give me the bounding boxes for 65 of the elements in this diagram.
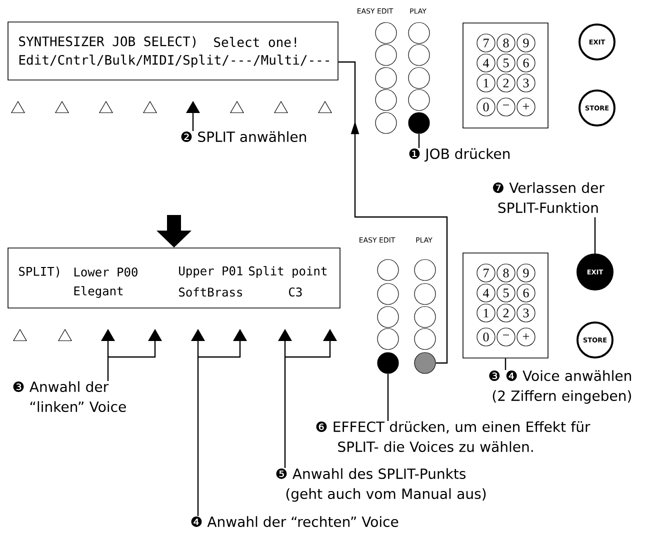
callout-text: ❺ Anwahl des SPLIT-Punkts (geht auch vom Manual aus) (276, 468, 486, 502)
panel-button (414, 259, 436, 281)
panel-button (377, 352, 399, 374)
panel-button (408, 44, 430, 66)
leader-line (192, 113, 194, 131)
keypad-key: 6 (516, 284, 536, 302)
keypad-key: 4 (476, 284, 496, 302)
keypad-key: 1 (476, 304, 496, 322)
keypad (462, 22, 548, 128)
panel-button (375, 22, 397, 44)
keypad-key: 0 (476, 98, 496, 116)
keypad-key: + (516, 98, 536, 116)
panel-button (375, 112, 397, 134)
callout-text: ❸ ❹ Voice anwählen (2 Ziffern eingeben) (489, 370, 632, 404)
lcd-display: SYNTHESIZER JOB SELECT) Select one! Edit/Cntrl/Bulk/MIDI/Split/---/Multi/--- (8, 22, 338, 80)
keypad-key: − (496, 328, 516, 346)
callout-text: ❹ Anwahl der “rechten” Voice (191, 516, 398, 528)
leader-line (594, 217, 596, 254)
keypad-key: 0 (476, 328, 496, 346)
callout-text: ❼ Verlassen der SPLIT-Funktion (492, 182, 604, 214)
panel-button (414, 328, 436, 350)
keypad-key: 7 (476, 264, 496, 282)
panel-button (408, 22, 430, 44)
keypad (462, 252, 548, 358)
leader-line (418, 134, 420, 148)
keypad-key: 5 (496, 54, 516, 72)
keypad-key: 1 (476, 74, 496, 92)
leader-line (284, 340, 331, 469)
leader-line (387, 374, 389, 421)
keypad-key: 2 (496, 304, 516, 322)
keypad-key: 9 (516, 264, 536, 282)
leader-line (197, 340, 241, 517)
panel-button (408, 67, 430, 89)
panel-button (414, 283, 436, 305)
keypad-key: 5 (496, 284, 516, 302)
keypad-key: 2 (496, 74, 516, 92)
callout-text: ❶ JOB drücken (409, 148, 510, 162)
leader-line (504, 358, 506, 370)
keypad-key: − (496, 98, 516, 116)
panel-button (414, 306, 436, 328)
keypad-key: 8 (496, 264, 516, 282)
keypad-key: 3 (516, 304, 536, 322)
panel-button (375, 89, 397, 111)
callout-text: ❷ SPLIT anwählen (181, 131, 306, 142)
panel-button (414, 352, 436, 374)
panel-button (377, 306, 399, 328)
arrow (338, 61, 448, 364)
panel-button (408, 89, 430, 111)
panel-button (408, 112, 430, 134)
lcd-display: SPLIT) Lower P00 Upper P01 Split point Elegant SoftBrass C3 (8, 248, 340, 308)
keypad-key: 6 (516, 54, 536, 72)
callout-text: ❻ EFFECT drücken, um einen Effekt für SPLIT- die Voices zu wählen. (316, 421, 590, 452)
keypad-key: 8 (496, 34, 516, 52)
panel-button (377, 283, 399, 305)
panel-button (375, 67, 397, 89)
keypad-key: + (516, 328, 536, 346)
panel-button (377, 328, 399, 350)
panel-button (377, 259, 399, 281)
keypad-key: 9 (516, 34, 536, 52)
leader-line (107, 340, 156, 382)
keypad-key: 4 (476, 54, 496, 72)
keypad-key: 3 (516, 74, 536, 92)
keypad-key: 7 (476, 34, 496, 52)
panel-button (375, 44, 397, 66)
callout-text: ❸ Anwahl der “linken” Voice (13, 381, 126, 412)
